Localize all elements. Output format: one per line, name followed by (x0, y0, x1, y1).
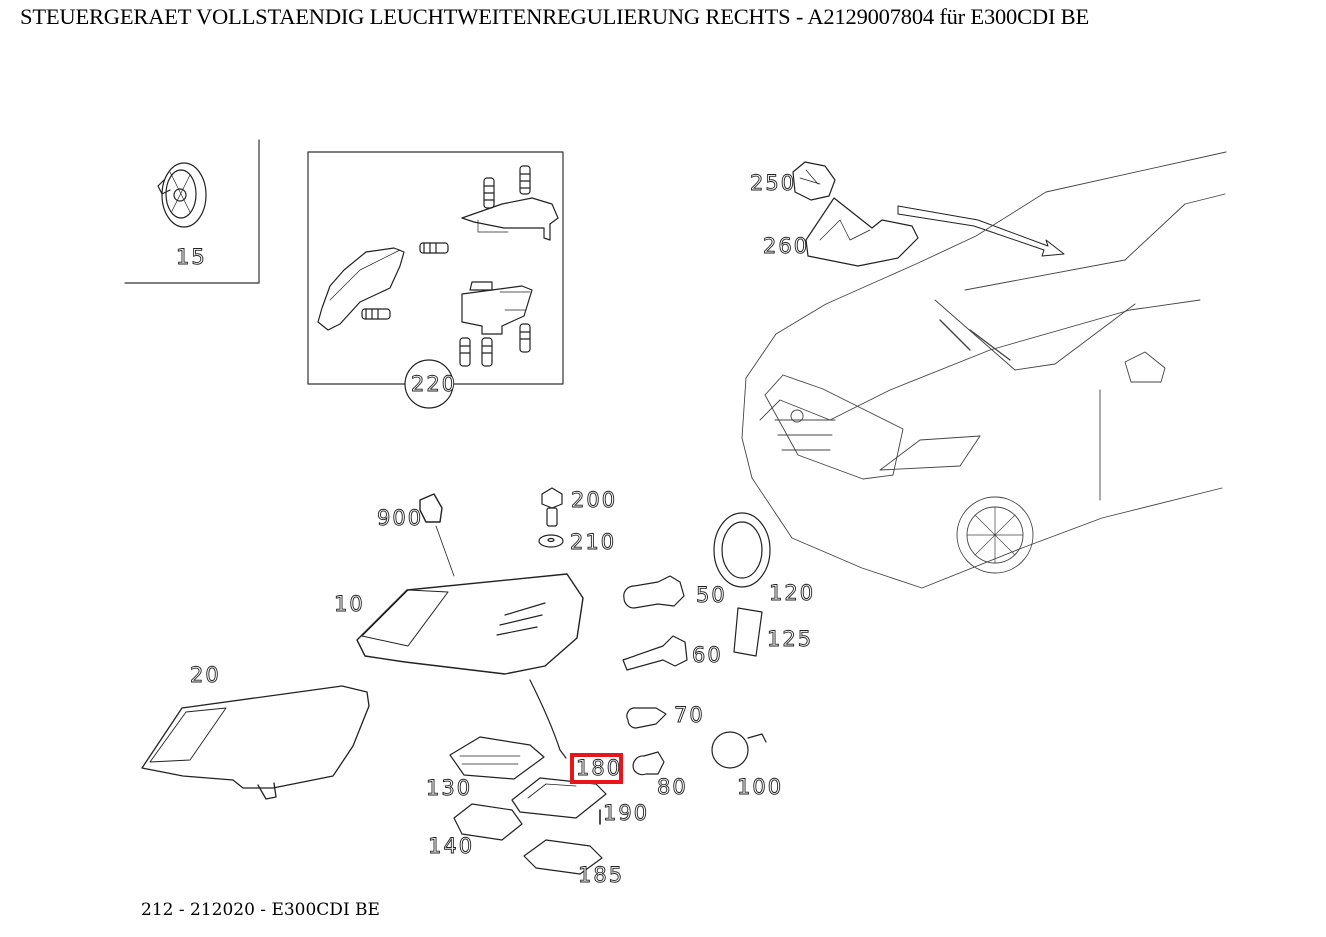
car-outline (741, 151, 1227, 589)
sensor-group-250-260 (792, 161, 1065, 267)
cap-ring-icon (711, 512, 771, 769)
actuator-block-icon (461, 281, 533, 335)
headlamp-icon (356, 493, 584, 675)
callout-50[interactable]: 50 (696, 583, 727, 607)
callout-20[interactable]: 20 (190, 663, 221, 687)
page-title: STEUERGERAET VOLLSTAENDIG LEUCHTWEITENRE… (20, 4, 1090, 29)
callout-220[interactable]: 220 (411, 372, 458, 396)
bracket-arm-icon (317, 247, 405, 331)
callout-120[interactable]: 120 (769, 581, 816, 605)
callout-180[interactable]: 180 (576, 756, 623, 780)
bolt-icon (538, 487, 564, 548)
inset-220 (307, 151, 564, 409)
bulb-icons (622, 575, 688, 776)
adjuster-motor-icon (157, 162, 207, 228)
label-tag-900 (419, 493, 443, 523)
callout-200[interactable]: 200 (571, 488, 618, 512)
callout-100[interactable]: 100 (737, 775, 784, 799)
callout-70[interactable]: 70 (674, 703, 705, 727)
lens-frame-icon (141, 685, 370, 800)
callout-210[interactable]: 210 (570, 530, 617, 554)
callout-900[interactable]: 900 (377, 506, 424, 530)
callout-60[interactable]: 60 (692, 643, 723, 667)
callout-250[interactable]: 250 (750, 171, 797, 195)
mount-plate-icon (461, 197, 559, 241)
model-reference: 212 - 212020 - E300CDI BE (141, 900, 380, 920)
callout-125[interactable]: 125 (767, 627, 814, 651)
callout-140[interactable]: 140 (428, 834, 475, 858)
callout-130[interactable]: 130 (426, 776, 473, 800)
control-unit-icons (449, 679, 607, 875)
group-220-circle (404, 359, 454, 409)
ballast-unit-180 (511, 777, 607, 819)
callout-80[interactable]: 80 (657, 775, 688, 799)
callout-260[interactable]: 260 (763, 234, 810, 258)
highlight-box-180 (570, 753, 623, 784)
callout-185[interactable]: 185 (578, 863, 625, 887)
screw-icon (361, 165, 531, 367)
callout-10[interactable]: 10 (334, 592, 365, 616)
callout-15[interactable]: 15 (176, 245, 207, 269)
plate-125 (733, 607, 763, 657)
inset-15 (124, 139, 260, 284)
callout-190[interactable]: 190 (603, 801, 650, 825)
